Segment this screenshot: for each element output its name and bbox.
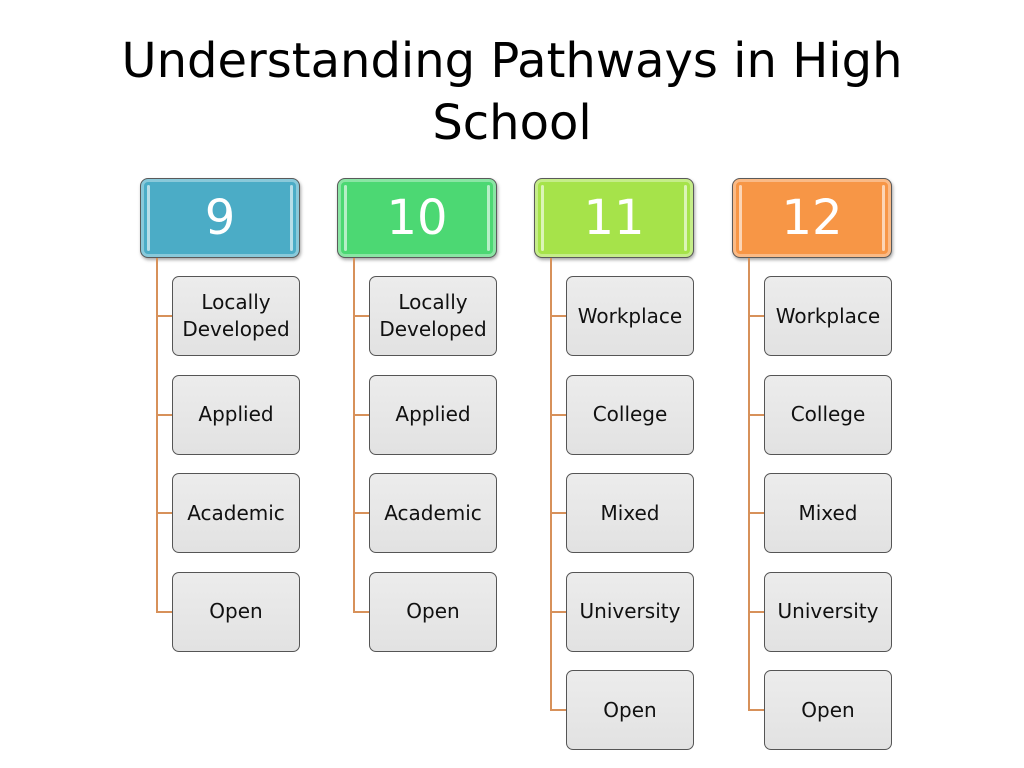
pathway-box: University: [566, 571, 694, 652]
pathway-label: Open: [209, 599, 263, 623]
pathway-label: College: [592, 402, 668, 426]
grade-highlight-right: [290, 185, 293, 251]
grade-box: 12: [732, 178, 892, 258]
pathway-label: Academic: [384, 500, 482, 525]
grade-label: 11: [583, 190, 645, 246]
pathway-label: Mixed: [600, 500, 660, 525]
connector-branch: [156, 315, 172, 317]
pathway-box: College: [764, 374, 892, 455]
pathway-label: Open: [801, 697, 855, 722]
grade-box: 11: [534, 178, 694, 258]
grade-highlight-right: [882, 185, 885, 251]
pathway-box: Academic: [369, 473, 497, 553]
connector-branch: [550, 610, 566, 613]
connector-spine: [550, 258, 552, 711]
pathway-box: Workplace: [764, 276, 892, 356]
grade-label: 10: [386, 190, 448, 246]
connector-branch: [550, 709, 566, 711]
pathway-box: Applied: [172, 374, 300, 455]
connector-branch: [748, 413, 764, 416]
pathway-label: Locally Developed: [379, 290, 487, 341]
connector-branch: [156, 413, 172, 416]
pathway-label: Workplace: [775, 303, 881, 328]
connector-spine: [353, 258, 355, 613]
pathway-label: Open: [406, 599, 460, 623]
connector-branch: [550, 315, 566, 317]
pathway-label: Applied: [198, 402, 274, 426]
pathway-box: College: [566, 374, 694, 455]
pathway-label: College: [790, 402, 866, 426]
grade-highlight-left: [344, 185, 347, 251]
connector-spine: [748, 258, 750, 711]
connector-branch: [748, 315, 764, 317]
pathway-label: Locally Developed: [182, 290, 290, 341]
pathway-box: Open: [764, 670, 892, 750]
pathway-box: Workplace: [566, 276, 694, 356]
grade-highlight-right: [487, 185, 490, 251]
connector-branch: [550, 512, 566, 514]
pathway-box: Open: [172, 571, 300, 652]
connector-branch: [748, 512, 764, 514]
connector-branch: [156, 512, 172, 514]
connector-branch: [353, 512, 369, 514]
pathway-box: Applied: [369, 374, 497, 455]
grade-box: 10: [337, 178, 497, 258]
connector-branch: [353, 413, 369, 416]
grade-highlight-left: [541, 185, 544, 251]
slide-title: Understanding Pathways in High School: [121, 33, 903, 151]
pathway-box: Mixed: [566, 473, 694, 553]
pathway-label: Academic: [187, 500, 285, 525]
pathway-box: Locally Developed: [369, 276, 497, 356]
pathway-box: Locally Developed: [172, 276, 300, 356]
connector-branch: [156, 610, 172, 613]
pathway-box: Open: [566, 670, 694, 750]
pathway-box: Academic: [172, 473, 300, 553]
pathway-label: Applied: [395, 402, 471, 426]
grade-highlight-right: [684, 185, 687, 251]
pathway-label: Workplace: [577, 303, 683, 328]
pathway-box: Open: [369, 571, 497, 652]
grade-label: 9: [204, 190, 236, 246]
pathway-label: Open: [603, 697, 657, 722]
pathway-box: Mixed: [764, 473, 892, 553]
connector-branch: [748, 709, 764, 711]
connector-branch: [748, 610, 764, 613]
connector-branch: [353, 315, 369, 317]
grade-highlight-left: [147, 185, 150, 251]
connector-branch: [550, 413, 566, 416]
pathway-label: University: [777, 599, 879, 623]
grade-highlight-left: [739, 185, 742, 251]
grade-box: 9: [140, 178, 300, 258]
connector-branch: [353, 610, 369, 613]
grade-label: 12: [781, 190, 843, 246]
pathway-box: University: [764, 571, 892, 652]
connector-spine: [156, 258, 158, 613]
pathway-label: Mixed: [798, 500, 858, 525]
pathway-label: University: [579, 599, 681, 623]
